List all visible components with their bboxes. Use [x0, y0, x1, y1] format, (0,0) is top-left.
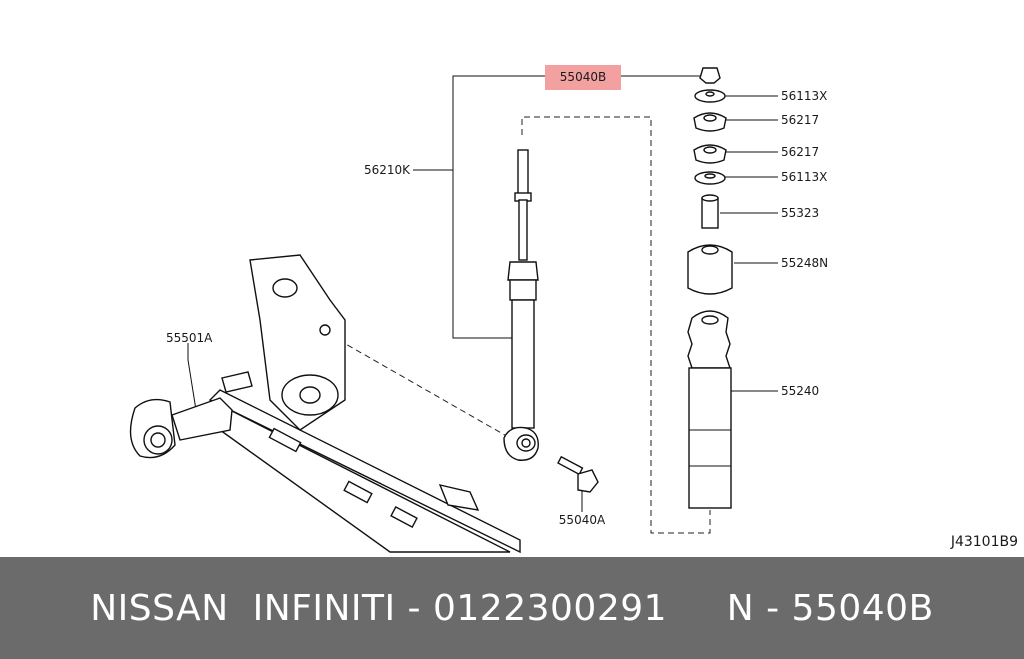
- callout-56113X-lower: 56113X: [781, 170, 827, 184]
- exploded-diagram: 55040B 56210K 56113X 56217 56217 56113X …: [129, 65, 1018, 554]
- rear-axle-beam: [129, 254, 521, 554]
- callout-55240: 55240: [781, 384, 819, 398]
- footer-banner: NISSAN INFINITI - 0122300291 N - 55040B: [0, 557, 1024, 659]
- callout-56217-upper: 56217: [781, 113, 819, 127]
- callout-56217-lower: 56217: [781, 145, 819, 159]
- callout-55501A: 55501A: [166, 331, 213, 345]
- bolt-55040A: [557, 455, 599, 493]
- bound-bumper: [687, 310, 732, 509]
- callout-55040A: 55040A: [559, 513, 606, 527]
- dashed-alignment: [329, 116, 711, 534]
- shock-absorber: [503, 149, 539, 461]
- callout-56210K: 56210K: [364, 163, 411, 177]
- callout-55040B: 55040B: [560, 70, 606, 84]
- diagram-code: J43101B9: [950, 534, 1018, 550]
- callout-55323: 55323: [781, 206, 819, 220]
- callout-55248N: 55248N: [781, 256, 828, 270]
- upper-mount-parts: [687, 67, 733, 295]
- highlighted-part-box: [545, 65, 621, 90]
- footer-part-number: NISSAN INFINITI - 0122300291 N - 55040B: [90, 587, 934, 629]
- leader-lines: [187, 75, 778, 512]
- callout-56113X-upper: 56113X: [781, 89, 827, 103]
